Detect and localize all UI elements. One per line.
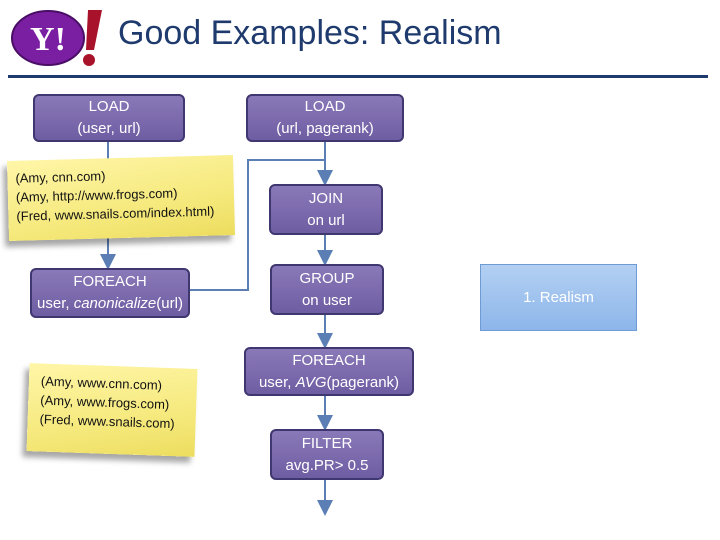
title-divider bbox=[8, 75, 708, 78]
load-user-url-box: LOAD (user, url) bbox=[33, 94, 185, 142]
box-keyword: FOREACH bbox=[73, 273, 147, 290]
join-on-url-box: JOIN on url bbox=[269, 184, 383, 235]
note-line: (Fred, www.snails.com/index.html) bbox=[16, 203, 215, 224]
box-keyword: GROUP bbox=[299, 269, 355, 287]
box-args: user, canonicalize(url) bbox=[37, 295, 183, 312]
group-on-user-box: GROUP on user bbox=[270, 264, 384, 315]
foreach-avg-box: FOREACH user, AVG(pagerank) bbox=[244, 347, 414, 396]
box-args: avg.PR> 0.5 bbox=[285, 456, 369, 474]
box-keyword: JOIN bbox=[308, 189, 344, 207]
canonicalized-sticky-note: (Amy, www.cnn.com) (Amy, www.frogs.com) … bbox=[26, 363, 198, 457]
foreach-canonicalize-box: FOREACH user, canonicalize(url) bbox=[30, 268, 190, 318]
realism-label-box: 1. Realism bbox=[480, 264, 637, 331]
box-keyword: FOREACH bbox=[292, 351, 366, 369]
box-args: (user, url) bbox=[77, 120, 141, 137]
load-url-pagerank-box: LOAD (url, pagerank) bbox=[246, 94, 404, 142]
box-keyword: LOAD bbox=[304, 98, 346, 115]
box-keyword: FILTER bbox=[301, 434, 353, 452]
box-args: (url, pagerank) bbox=[276, 120, 374, 137]
logo-text: Y! bbox=[30, 21, 66, 58]
raw-data-sticky-note: (Amy, cnn.com) (Amy, http://www.frogs.co… bbox=[6, 155, 236, 241]
filter-box: FILTER avg.PR> 0.5 bbox=[270, 429, 384, 480]
box-args: user, AVG(pagerank) bbox=[258, 373, 400, 391]
yahoo-logo: Y! bbox=[8, 6, 106, 68]
box-args: on url bbox=[307, 211, 345, 229]
box-args: on user bbox=[301, 291, 353, 309]
note-line: (Fred, www.snails.com) bbox=[39, 411, 175, 432]
box-keyword: LOAD bbox=[88, 98, 130, 115]
realism-label: 1. Realism bbox=[523, 289, 594, 306]
slide-title: Good Examples: Realism bbox=[118, 14, 502, 52]
